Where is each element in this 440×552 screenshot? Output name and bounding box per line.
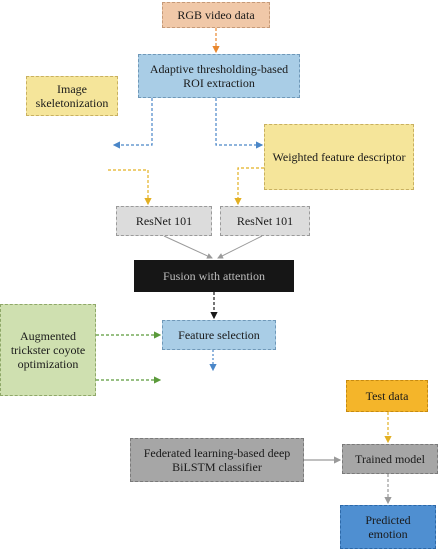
- node-label: Augmented trickster coyote optimization: [10, 329, 86, 371]
- node-label: Adaptive thresholding-based ROI extracti…: [149, 62, 289, 90]
- node-label: ResNet 101: [135, 214, 193, 228]
- node-resnet-right: ResNet 101: [220, 206, 310, 236]
- arrow-skeleton-to-resnet-left: [108, 169, 152, 206]
- arrow-resnet-left-to-fusion: [163, 235, 213, 259]
- arrow-roi-to-weighted: [215, 98, 264, 149]
- node-augmented-trickster-coyote-optimization: Augmented trickster coyote optimization: [0, 304, 96, 396]
- node-image-skeletonization: Image skeletonization: [26, 76, 118, 116]
- node-label: Test data: [365, 389, 409, 403]
- node-label: Weighted feature descriptor: [272, 150, 406, 164]
- arrow-resnet-right-to-fusion: [217, 235, 263, 259]
- node-weighted-feature-descriptor: Weighted feature descriptor: [264, 124, 414, 190]
- node-federated-bilstm-classifier: Federated learning-based deep BiLSTM cla…: [130, 438, 304, 482]
- node-test-data: Test data: [346, 380, 428, 412]
- node-label: Predicted emotion: [365, 513, 411, 541]
- node-resnet-left: ResNet 101: [116, 206, 212, 236]
- node-label: Federated learning-based deep BiLSTM cla…: [143, 446, 291, 474]
- node-roi-extraction: Adaptive thresholding-based ROI extracti…: [138, 54, 300, 98]
- node-label: Fusion with attention: [163, 269, 265, 283]
- node-label: Feature selection: [178, 328, 260, 342]
- node-label: Image skeletonization: [35, 82, 109, 110]
- node-predicted-emotion: Predicted emotion: [340, 505, 436, 549]
- arrow-roi-to-skeleton-branch: [112, 98, 153, 149]
- node-feature-selection: Feature selection: [162, 320, 276, 350]
- node-rgb-video-data: RGB video data: [162, 2, 270, 28]
- node-label: RGB video data: [177, 8, 255, 22]
- node-fusion-with-attention: Fusion with attention: [134, 260, 294, 292]
- node-label: Trained model: [355, 452, 425, 466]
- node-trained-model: Trained model: [342, 444, 438, 474]
- arrow-weighted-to-resnet-right: [234, 167, 264, 206]
- node-label: ResNet 101: [236, 214, 294, 228]
